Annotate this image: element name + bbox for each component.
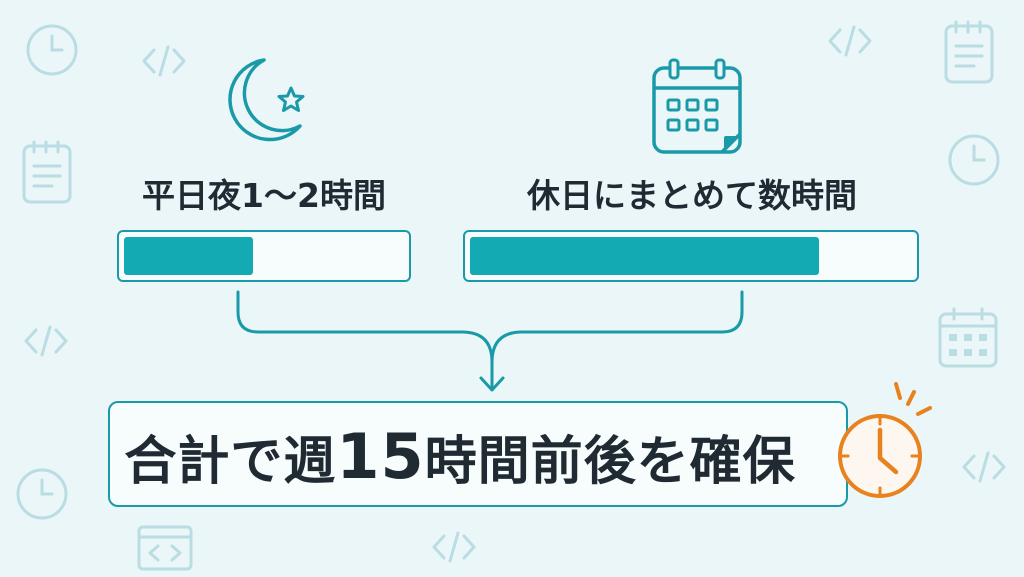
summary-hours-number: 15 xyxy=(336,419,425,493)
clock-icon xyxy=(832,374,942,508)
weekend-progress-fill xyxy=(470,237,819,275)
bg-browser-code-icon xyxy=(136,524,194,572)
bg-clock-icon xyxy=(24,22,80,78)
weekday-night-label: 平日夜1〜2時間 xyxy=(142,176,386,215)
summary-prefix: 合計で週 xyxy=(124,431,337,492)
bg-code-icon xyxy=(826,24,874,58)
calendar-icon xyxy=(650,58,746,160)
bg-document-icon xyxy=(18,138,76,206)
bg-calendar-icon xyxy=(936,306,1000,370)
bg-code-icon xyxy=(430,530,478,564)
bg-document-icon xyxy=(940,18,998,86)
weekend-progress-bar xyxy=(463,230,919,282)
bg-clock-icon xyxy=(14,466,70,522)
moon-star-icon xyxy=(218,54,314,154)
bg-code-icon xyxy=(22,324,70,358)
weekday-progress-bar xyxy=(117,230,411,282)
weekday-progress-fill xyxy=(124,237,253,275)
bg-code-icon xyxy=(140,44,188,78)
weekend-label: 休日にまとめて数時間 xyxy=(527,176,857,215)
bg-clock-icon xyxy=(946,132,1002,188)
bg-code-icon xyxy=(960,450,1008,484)
summary-suffix: 時間前後を確保 xyxy=(424,431,796,492)
